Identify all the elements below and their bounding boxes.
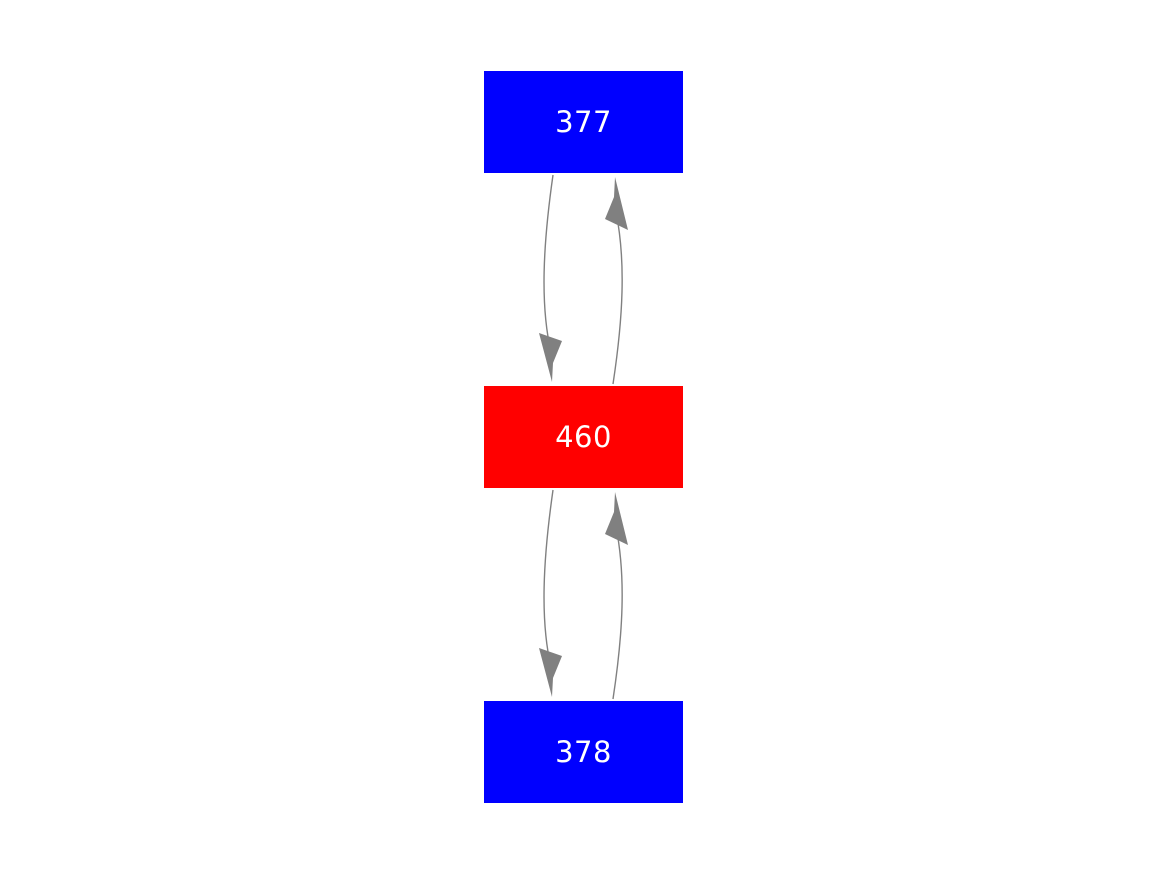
edge-378-to-460	[605, 492, 628, 700]
graph-node-378[interactable]: 378	[484, 701, 683, 803]
edge-460-to-377	[605, 177, 628, 385]
edge-377-to-460	[539, 174, 562, 382]
node-label-460: 460	[555, 419, 612, 454]
node-label-378: 378	[555, 734, 612, 769]
edge-460-to-378	[539, 489, 562, 697]
graph-node-377[interactable]: 377	[484, 71, 683, 173]
graph-node-460[interactable]: 460	[484, 386, 683, 488]
node-label-377: 377	[555, 104, 612, 139]
